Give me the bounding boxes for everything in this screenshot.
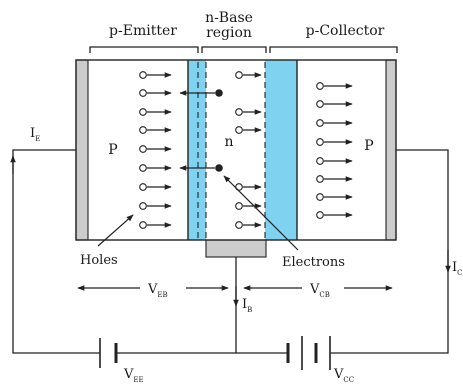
hole-arrow — [139, 145, 172, 153]
emitter-type-letter: P — [108, 142, 117, 158]
vcc-label: VCC — [333, 367, 354, 384]
electron-arrow — [179, 164, 223, 172]
region-brackets — [89, 46, 398, 53]
collector-region-label: p-Collector — [306, 23, 385, 39]
hole-arrow — [235, 202, 262, 210]
collector-battery — [286, 336, 331, 370]
base-current-label: IB — [242, 297, 252, 314]
hole-arrow — [316, 157, 353, 165]
hole-arrow — [316, 175, 353, 183]
base-core — [206, 60, 265, 240]
emitter-current-label: IE — [30, 126, 40, 143]
holes-label: Holes — [80, 253, 118, 268]
hole-arrow — [139, 202, 172, 210]
vee-label: VEE — [123, 367, 144, 384]
collector-holes — [316, 82, 353, 219]
base-terminal — [205, 239, 267, 258]
hole-arrow — [235, 71, 262, 79]
base-holes — [235, 71, 262, 229]
base-type-letter: n — [224, 134, 233, 150]
emitter-holes — [139, 71, 172, 229]
hole-arrow — [316, 100, 353, 108]
holes-pointer — [97, 214, 134, 247]
veb-label: VEB — [147, 282, 168, 299]
hole-arrow — [139, 71, 172, 79]
base-region-label-line2: region — [206, 25, 252, 41]
emitter-region-label: p-Emitter — [109, 23, 177, 39]
base-electrons — [179, 89, 223, 172]
collector-current-label: IC — [452, 260, 463, 277]
hole-arrow — [139, 164, 172, 172]
emitter-contact — [75, 59, 89, 241]
emitter-battery — [99, 338, 118, 368]
base-region-label-line1: n-Base — [205, 10, 253, 26]
hole-arrow — [316, 138, 353, 146]
electrons-label: Electrons — [282, 255, 345, 270]
electron-arrow — [179, 89, 223, 97]
hole-arrow — [235, 126, 262, 134]
hole-arrow — [316, 119, 353, 127]
collector-contact — [385, 59, 397, 241]
vcb-label: VCB — [309, 282, 330, 299]
collector-type-letter: P — [364, 138, 373, 154]
hole-arrow — [316, 211, 353, 219]
hole-arrow — [139, 221, 172, 229]
hole-arrow — [139, 126, 172, 134]
hole-arrow — [235, 221, 262, 229]
hole-arrow — [316, 82, 353, 90]
hole-arrow — [139, 183, 172, 191]
hole-arrow — [139, 108, 172, 116]
hole-arrow — [235, 108, 262, 116]
hole-arrow — [139, 89, 172, 97]
hole-arrow — [316, 193, 353, 201]
electrons-pointer — [223, 175, 299, 251]
